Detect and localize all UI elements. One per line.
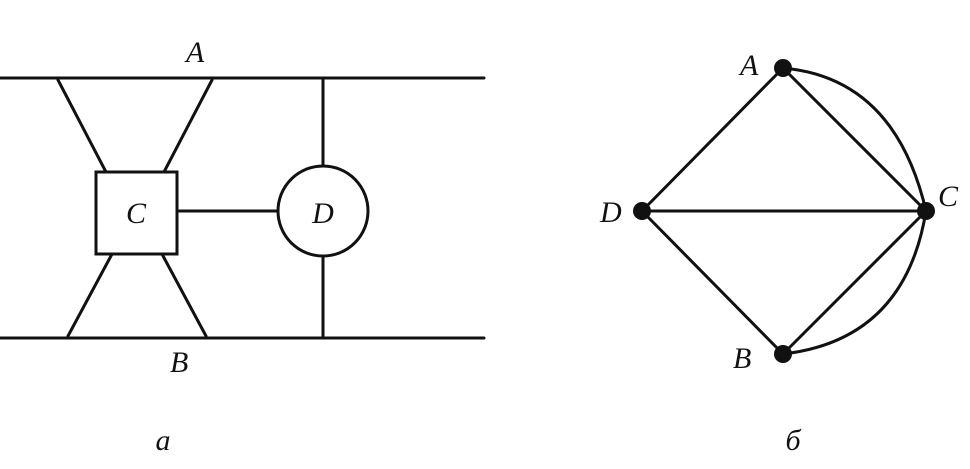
node-b: [774, 345, 792, 363]
link-bottom-right: [160, 252, 208, 338]
label-node-d: D: [599, 196, 622, 229]
caption-b: б: [785, 424, 801, 457]
edge-a-c: [781, 66, 928, 213]
edge-d-b: [640, 209, 785, 356]
label-a-top: A: [184, 36, 205, 69]
node-c: [917, 202, 935, 220]
link-top-left: [56, 78, 108, 174]
panel-a: A B C D a: [0, 36, 486, 457]
link-bottom-left: [66, 252, 114, 338]
link-top-right: [162, 78, 214, 174]
label-square-c: C: [126, 197, 147, 230]
panel-b: A B C D б: [599, 49, 959, 457]
arc-c-b: [781, 209, 928, 356]
label-node-c: C: [938, 180, 959, 213]
label-b-bottom: B: [170, 346, 188, 379]
edge-b-c: [781, 209, 928, 356]
node-d: [633, 202, 651, 220]
arc-a-c: [781, 66, 928, 213]
circle-d: [276, 164, 370, 258]
edge-a-d: [640, 66, 785, 213]
label-circle-d: D: [311, 197, 334, 230]
caption-a: a: [156, 424, 171, 457]
label-node-b: B: [733, 342, 751, 375]
node-a: [774, 59, 792, 77]
square-c: [94, 170, 179, 256]
label-node-a: A: [738, 49, 759, 82]
